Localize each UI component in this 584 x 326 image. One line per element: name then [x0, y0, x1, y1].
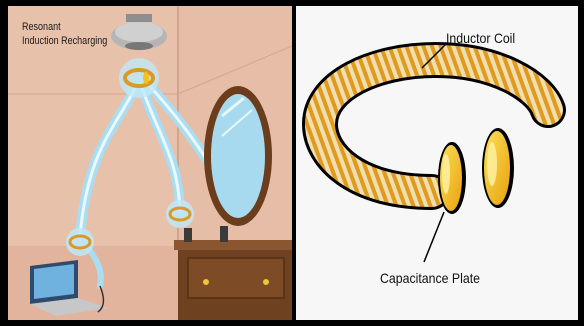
title-line-1: Resonant: [22, 20, 107, 34]
plate-leader-line: [424, 212, 444, 262]
capacitance-plate-right: [482, 128, 514, 208]
inductor-coil-label: Inductor Coil: [446, 30, 515, 46]
illustration-title: Resonant Induction Recharging: [22, 20, 107, 48]
small-coil-middle: [166, 200, 194, 228]
wall-mirror: [204, 86, 272, 226]
phone-device-left: [184, 228, 192, 242]
coil-diagram-panel: Inductor Coil Capacitance Plate: [296, 6, 578, 320]
small-coil-left: [66, 228, 94, 256]
main-coil-hub: [119, 58, 159, 98]
room-illustration: [8, 6, 292, 320]
capacitance-plate-label: Capacitance Plate: [380, 270, 480, 286]
room-illustration-panel: Resonant Induction Recharging: [8, 6, 292, 320]
phone-device-right: [220, 226, 228, 242]
dresser: [174, 240, 292, 320]
title-line-2: Induction Recharging: [22, 34, 107, 48]
capacitance-plate-left: [438, 142, 466, 214]
